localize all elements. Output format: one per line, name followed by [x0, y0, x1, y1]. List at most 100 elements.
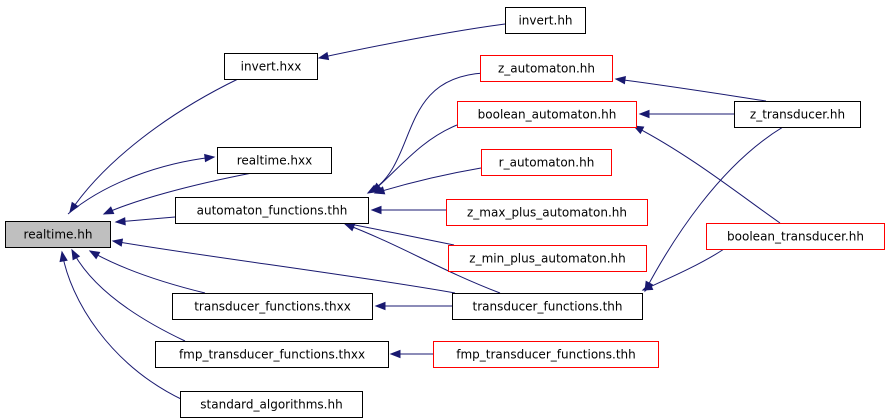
node-z-automaton-hh[interactable]: z_automaton.hh — [480, 55, 613, 82]
node-transducer-functions-thh[interactable]: transducer_functions.thh — [452, 293, 643, 320]
arrowhead-icon — [111, 238, 124, 247]
edge-line — [633, 125, 781, 224]
edge-invert_hh-to-invert_hxx — [317, 23, 506, 61]
edge-line — [69, 78, 239, 213]
edge-fmp_transducer_functions_thh-to-fmp_transducer_functions_thxx — [389, 349, 434, 359]
node-box — [180, 391, 363, 418]
node-automaton-functions-thh[interactable]: automaton_functions.thh — [175, 197, 369, 224]
node-label: transducer_functions.thxx — [194, 300, 351, 314]
node-label: fmp_transducer_functions.thxx — [179, 348, 365, 362]
node-box — [452, 293, 643, 320]
edge-line — [367, 72, 485, 194]
edge-line — [67, 156, 215, 215]
node-box — [433, 341, 659, 368]
arrowhead-icon — [614, 76, 626, 85]
edge-line — [112, 240, 456, 294]
edge-line — [318, 23, 506, 59]
node-box — [155, 341, 389, 368]
node-fmp-transducer-functions-thh[interactable]: fmp_transducer_functions.thh — [433, 341, 659, 368]
edge-line — [642, 248, 725, 291]
arrowhead-icon — [114, 217, 126, 226]
node-box — [481, 149, 612, 176]
edge-automaton_functions_thh-to-realtime_hh — [114, 216, 176, 226]
edge-transducer_functions_thxx-to-realtime_hh — [88, 250, 206, 294]
edge-standard_algorithms_hh-to-realtime_hh — [59, 250, 184, 401]
edge-line — [71, 249, 186, 342]
node-label: invert.hxx — [241, 60, 302, 74]
edge-boolean_automaton_hh-to-automaton_functions_thh — [370, 124, 458, 193]
edge-line — [103, 172, 253, 215]
edge-boolean_transducer_hh-to-boolean_automaton_hh — [632, 125, 781, 224]
node-label: boolean_automaton.hh — [478, 108, 617, 122]
node-z-max-plus-automaton-hh[interactable]: z_max_plus_automaton.hh — [446, 199, 648, 226]
node-realtime-hxx[interactable]: realtime.hxx — [217, 147, 332, 174]
node-box — [480, 55, 613, 82]
node-box — [224, 53, 318, 80]
node-box — [734, 101, 861, 128]
edge-z_transducer_hh-to-boolean_automaton_hh — [638, 109, 734, 119]
node-label: transducer_functions.thh — [473, 300, 623, 314]
edge-invert_hxx-to-realtime_hh — [69, 78, 239, 214]
edge-realtime_hh-to-realtime_hxx — [67, 153, 216, 215]
node-boolean-automaton-hh[interactable]: boolean_automaton.hh — [457, 101, 637, 128]
node-label: realtime.hxx — [237, 154, 312, 168]
node-box — [446, 199, 648, 226]
node-fmp-transducer-functions-thxx[interactable]: fmp_transducer_functions.thxx — [155, 341, 389, 368]
edge-transducer_functions_thh-to-automaton_functions_thh — [343, 223, 501, 294]
edge-fmp_transducer_functions_thxx-to-realtime_hh — [71, 248, 186, 342]
node-label: z_max_plus_automaton.hh — [467, 206, 627, 220]
node-label: z_transducer.hh — [750, 108, 845, 122]
edge-r_automaton_hh-to-automaton_functions_thh — [373, 167, 482, 195]
node-label: fmp_transducer_functions.thh — [456, 348, 636, 362]
edge-z_transducer_hh-to-transducer_functions_thh — [644, 126, 784, 293]
node-box — [5, 221, 111, 248]
node-invert-hh[interactable]: invert.hh — [505, 7, 586, 34]
edge-z_automaton_hh-to-automaton_functions_thh — [366, 72, 485, 194]
arrowhead-icon — [374, 301, 386, 311]
node-label: r_automaton.hh — [499, 156, 595, 170]
node-label: standard_algorithms.hh — [200, 398, 342, 412]
node-z-transducer-hh[interactable]: z_transducer.hh — [734, 101, 861, 128]
edge-line — [344, 222, 455, 246]
arrowhead-icon — [204, 153, 216, 163]
edge-z_max_plus_automaton_hh-to-automaton_functions_thh — [370, 205, 447, 215]
node-box — [505, 7, 586, 34]
edge-line — [615, 78, 767, 102]
edge-line — [61, 251, 184, 401]
node-invert-hxx[interactable]: invert.hxx — [224, 53, 318, 80]
edge-line — [344, 223, 501, 294]
node-box — [175, 197, 369, 224]
node-z-min-plus-automaton-hh[interactable]: z_min_plus_automaton.hh — [448, 245, 647, 272]
node-realtime-hh[interactable]: realtime.hh — [5, 221, 111, 248]
node-box — [457, 101, 637, 128]
node-r-automaton-hh[interactable]: r_automaton.hh — [481, 149, 612, 176]
node-standard-algorithms-hh[interactable]: standard_algorithms.hh — [180, 391, 363, 418]
node-label: z_min_plus_automaton.hh — [469, 252, 625, 266]
arrowhead-icon — [641, 282, 654, 291]
arrowhead-icon — [102, 206, 115, 215]
edge-z_min_plus_automaton_hh-to-automaton_functions_thh — [343, 220, 455, 246]
edge-line — [371, 124, 458, 193]
arrowhead-icon — [71, 248, 81, 261]
arrowhead-icon — [370, 205, 382, 215]
arrowhead-icon — [317, 51, 330, 61]
edge-z_transducer_hh-to-z_automaton_hh — [614, 76, 767, 102]
node-label: automaton_functions.thh — [197, 204, 348, 218]
arrowhead-icon — [370, 182, 382, 193]
arrowhead-icon — [389, 349, 401, 359]
node-box — [706, 223, 885, 250]
node-label: z_automaton.hh — [498, 62, 595, 76]
node-boolean-transducer-hh[interactable]: boolean_transducer.hh — [706, 223, 885, 250]
node-label: invert.hh — [518, 14, 572, 28]
edge-realtime_hxx-to-realtime_hh — [102, 172, 253, 215]
arrowhead-icon — [343, 223, 356, 232]
edge-transducer_functions_thh-to-transducer_functions_thxx — [374, 301, 452, 311]
edge-boolean_transducer_hh-to-transducer_functions_thh — [641, 248, 725, 291]
node-box — [217, 147, 332, 174]
node-transducer-functions-thxx[interactable]: transducer_functions.thxx — [172, 293, 373, 320]
edge-line — [89, 250, 206, 294]
node-label: realtime.hh — [24, 228, 93, 242]
arrowhead-icon — [638, 109, 650, 119]
edge-line — [644, 126, 784, 292]
